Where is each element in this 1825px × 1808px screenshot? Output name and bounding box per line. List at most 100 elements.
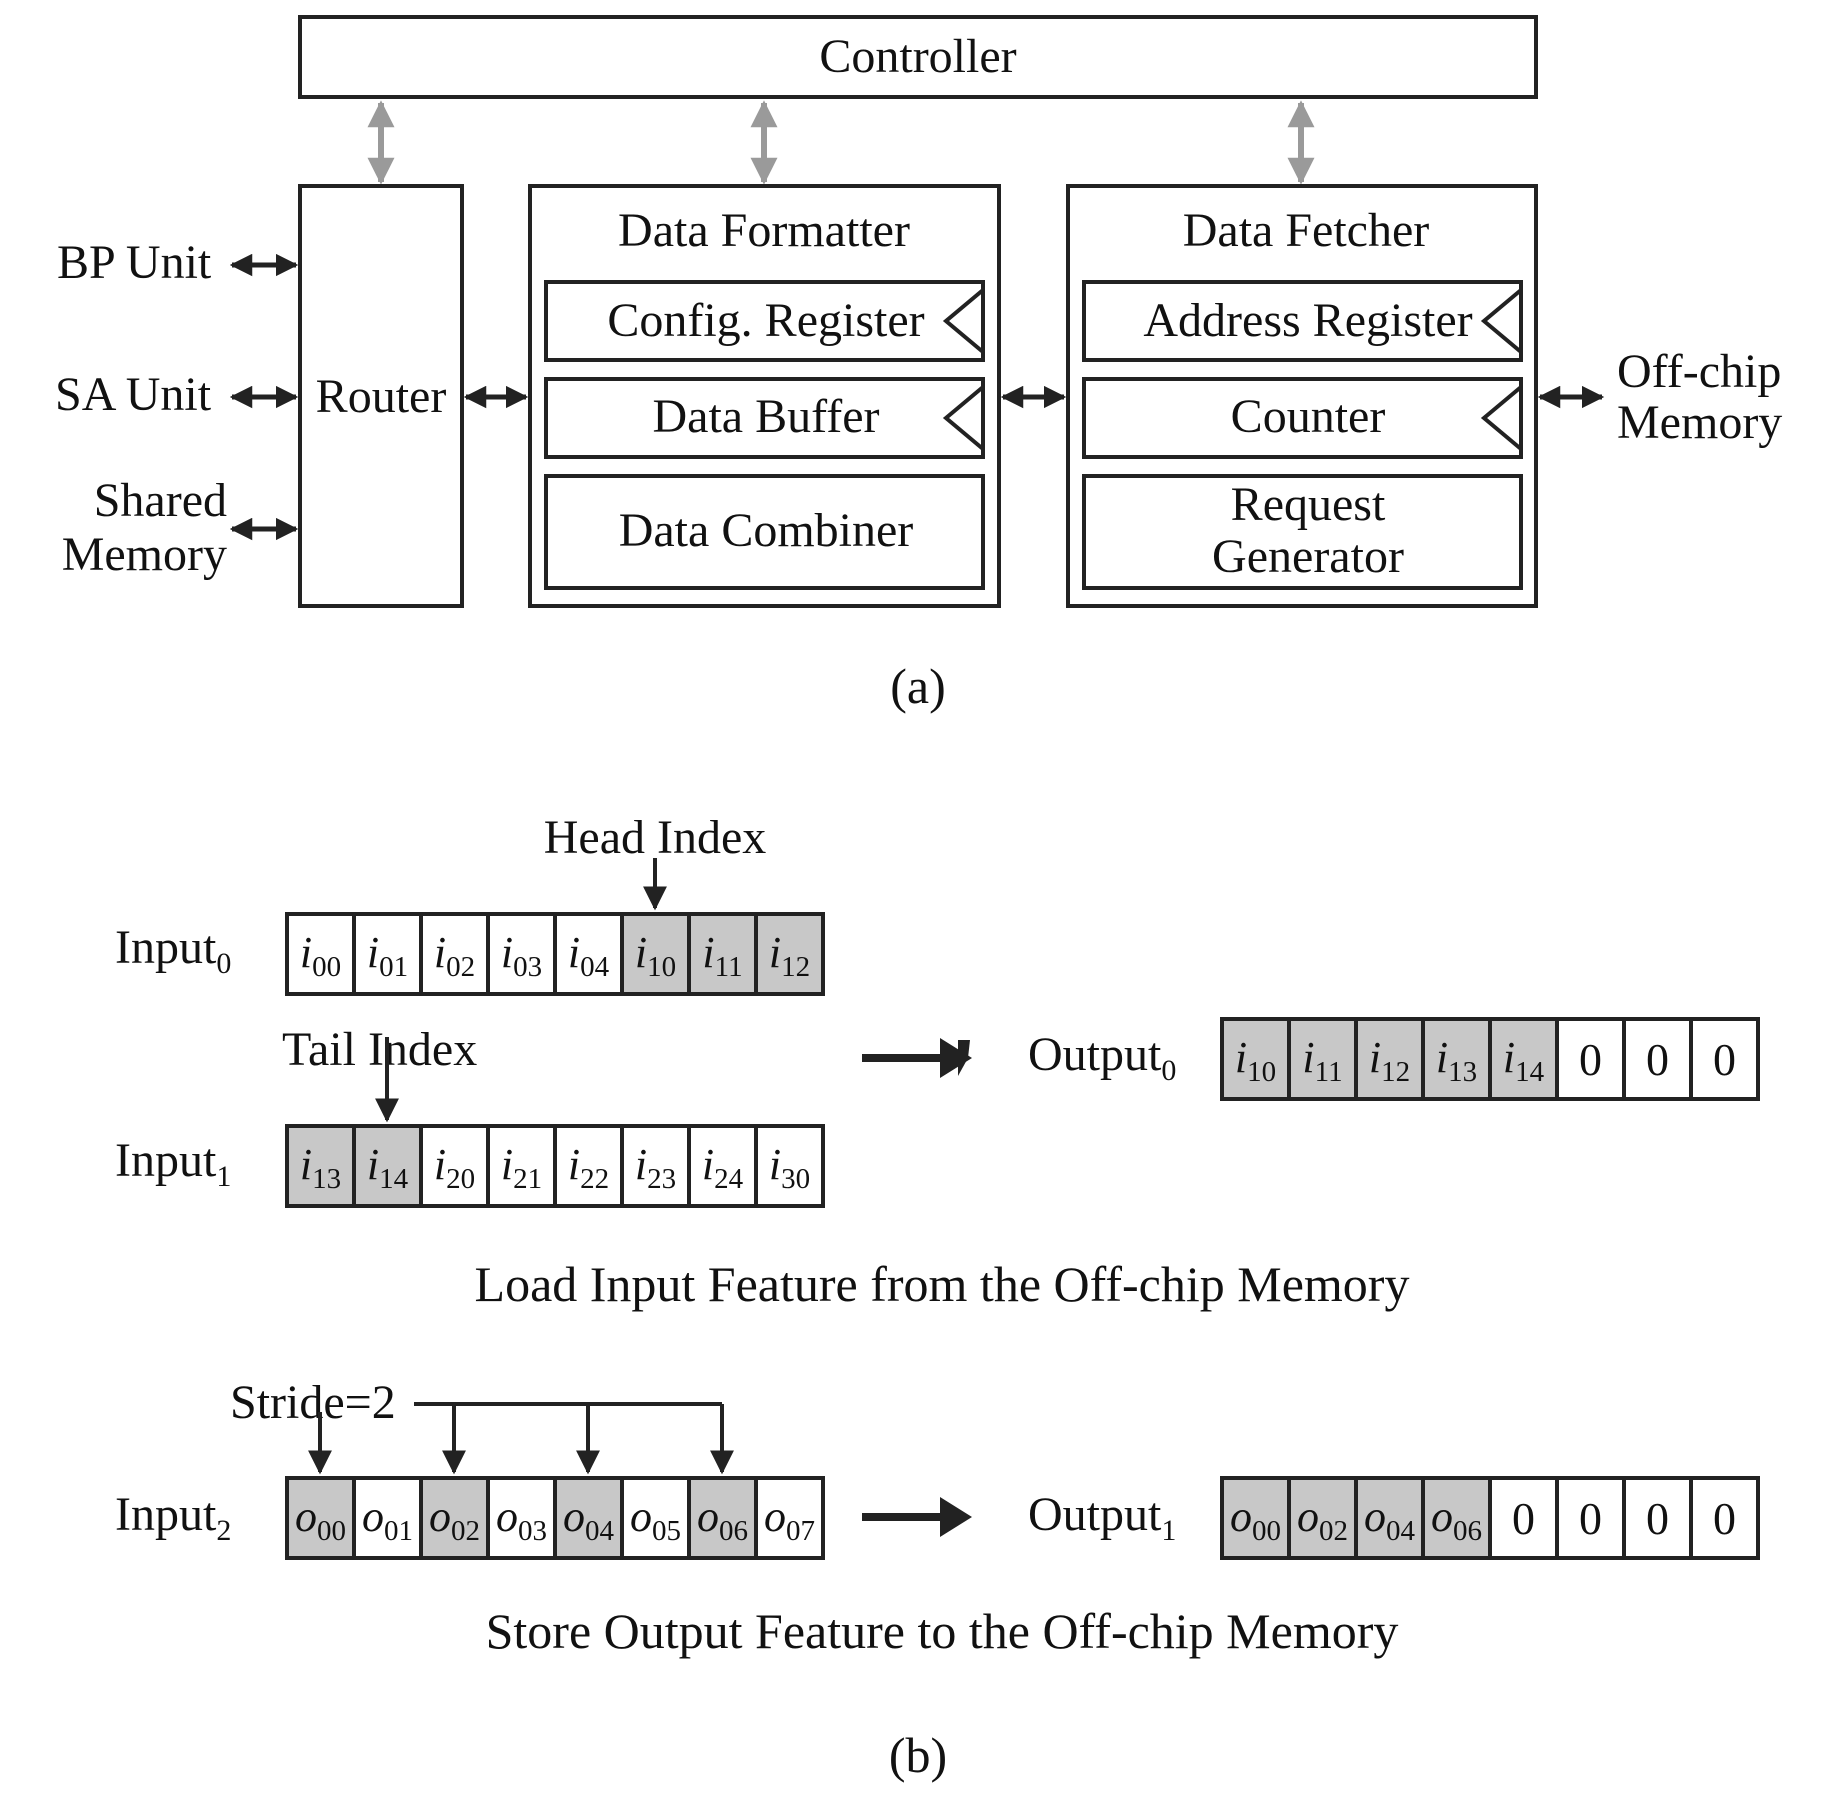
- data-formatter-title: Data Formatter: [618, 204, 910, 257]
- input2-cell-text: o05: [630, 1492, 681, 1547]
- store-arrow-tip: [940, 1497, 972, 1537]
- input2-cell: o00: [285, 1476, 356, 1560]
- counter-label: Counter: [1231, 390, 1386, 443]
- input1-cell: i22: [553, 1124, 624, 1208]
- output0-cell: i14: [1488, 1017, 1559, 1101]
- input0-cell: i04: [553, 912, 624, 996]
- input2-cell: o04: [553, 1476, 624, 1560]
- input2-cell: o05: [620, 1476, 691, 1560]
- output0-cell: 0: [1622, 1017, 1693, 1101]
- input0-cell-text: i02: [434, 928, 475, 983]
- input1-cell: i21: [486, 1124, 557, 1208]
- data-combiner-label: Data Combiner: [619, 504, 914, 557]
- address-register-clock-icon: [1480, 288, 1523, 354]
- request-generator-label-line1: Request: [1231, 478, 1386, 531]
- router-block: Router: [298, 184, 464, 608]
- input0-cell: i10: [620, 912, 691, 996]
- part-a: Controller Router BP Unit SA Unit Shared…: [55, 15, 1782, 714]
- input1-cell: i30: [754, 1124, 825, 1208]
- output1-cell: 0: [1555, 1476, 1626, 1560]
- input2-cell-text: o07: [764, 1492, 815, 1547]
- input2-cell-text: o06: [697, 1492, 748, 1547]
- output1-label: Output1: [1028, 1488, 1176, 1547]
- controller-label: Controller: [819, 30, 1016, 83]
- router-label: Router: [316, 370, 447, 423]
- data-buffer-clock-icon: [942, 385, 985, 451]
- output1-cell-text: o00: [1230, 1492, 1281, 1547]
- data-fetcher-title: Data Fetcher: [1183, 204, 1430, 257]
- input2-cell: o07: [754, 1476, 825, 1560]
- shared-memory-label-line1: Shared: [94, 474, 227, 527]
- output1-cell: 0: [1488, 1476, 1559, 1560]
- tail-index-label: Tail Index: [282, 1023, 477, 1076]
- output1-cell-text: 0: [1646, 1493, 1669, 1544]
- output0-cell-text: 0: [1713, 1034, 1736, 1085]
- input0-label: Input0: [115, 921, 231, 980]
- offchip-label-line2: Memory: [1617, 396, 1782, 449]
- output1-cell-text: o02: [1297, 1492, 1348, 1547]
- input1-cell-text: i13: [300, 1140, 341, 1195]
- caption-a: (a): [890, 658, 946, 714]
- address-register-box: [1082, 280, 1523, 362]
- output0-cell-text: 0: [1646, 1034, 1669, 1085]
- head-index-label: Head Index: [544, 811, 767, 864]
- input1-cell: i20: [419, 1124, 490, 1208]
- caption-b: (b): [889, 1727, 947, 1783]
- output0-cell-text: 0: [1579, 1034, 1602, 1085]
- output1-cell: o06: [1421, 1476, 1492, 1560]
- config-register-clock-icon: [942, 288, 985, 354]
- input0-cell: i00: [285, 912, 356, 996]
- input1-label: Input1: [115, 1134, 231, 1193]
- output0-cell-text: i13: [1436, 1033, 1477, 1088]
- offchip-label-line1: Off-chip: [1617, 345, 1781, 398]
- input1-cell: i14: [352, 1124, 423, 1208]
- output0-cell: i13: [1421, 1017, 1492, 1101]
- input2-row: o00 o01 o02 o03 o04 o05 o06 o07: [285, 1476, 825, 1560]
- sa-unit-label: SA Unit: [55, 368, 212, 421]
- input1-cell-text: i20: [434, 1140, 475, 1195]
- input2-cell-text: o03: [496, 1492, 547, 1547]
- output1-cell-text: o04: [1364, 1492, 1416, 1547]
- input1-cell: i24: [687, 1124, 758, 1208]
- input0-cell-text: i00: [300, 928, 341, 983]
- output1-cell-text: 0: [1713, 1493, 1736, 1544]
- data-buffer-label: Data Buffer: [652, 390, 879, 443]
- data-formatter-block: Data Formatter Config. Register Data Buf…: [528, 184, 1001, 608]
- output1-cell: o02: [1287, 1476, 1358, 1560]
- input2-label: Input2: [115, 1488, 231, 1547]
- input2-cell: o06: [687, 1476, 758, 1560]
- store-caption: Store Output Feature to the Off-chip Mem…: [486, 1603, 1399, 1659]
- input0-cell: i03: [486, 912, 557, 996]
- shared-memory-label-line2: Memory: [62, 528, 227, 581]
- input1-row: i13 i14 i20 i21 i22 i23 i24 i30: [285, 1124, 825, 1208]
- input2-cell-text: o04: [563, 1492, 615, 1547]
- output0-cell-text: i12: [1369, 1033, 1410, 1088]
- input0-cell-text: i04: [568, 928, 610, 983]
- output0-cell-text: i11: [1302, 1033, 1342, 1088]
- input0-cell-text: i11: [702, 928, 742, 983]
- input1-cell-text: i22: [568, 1140, 609, 1195]
- input2-cell-text: o01: [362, 1492, 413, 1547]
- input1-cell-text: i30: [769, 1140, 810, 1195]
- load-caption: Load Input Feature from the Off-chip Mem…: [475, 1256, 1410, 1312]
- input2-cell: o01: [352, 1476, 423, 1560]
- data-buffer-box: [544, 377, 985, 459]
- input0-cell: i11: [687, 912, 758, 996]
- input0-cell-text: i12: [769, 928, 810, 983]
- input1-cell-text: i23: [635, 1140, 676, 1195]
- input0-cell-text: i01: [367, 928, 408, 983]
- input0-cell-text: i03: [501, 928, 542, 983]
- input2-cell-text: o00: [295, 1492, 346, 1547]
- input1-cell-text: i21: [501, 1140, 542, 1195]
- request-generator-box: [1082, 474, 1523, 590]
- config-register-box: [544, 280, 985, 362]
- output1-cell: 0: [1689, 1476, 1760, 1560]
- output0-cell: 0: [1555, 1017, 1626, 1101]
- input2-cell-text: o02: [429, 1492, 480, 1547]
- address-register-label: Address Register: [1143, 294, 1472, 347]
- counter-clock-icon: [1480, 385, 1523, 451]
